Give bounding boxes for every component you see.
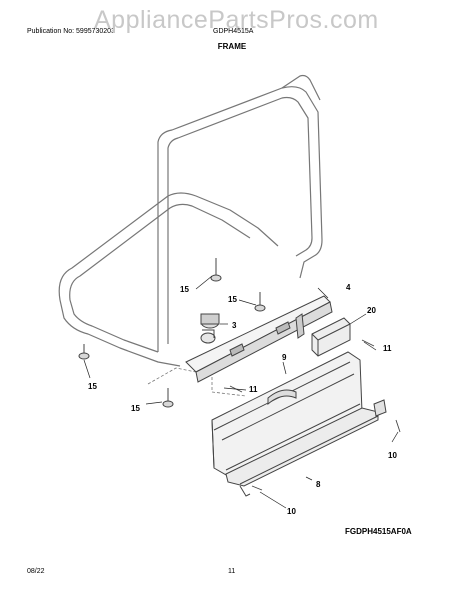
base-frame-front [59,299,181,367]
connector-part-3 [200,313,220,344]
end-cap [373,399,387,417]
leader-10b [259,491,287,509]
leader-15d [145,401,163,405]
leader-15c [83,359,91,379]
leveling-leg-3 [78,344,90,360]
base-frame-back [58,192,279,301]
diagram-code: FGDPH4515AF0A [345,527,412,536]
leveling-leg-1 [210,258,222,282]
callout-4: 4 [346,283,351,292]
callout-15-middle: 15 [228,295,237,304]
screw-4 [251,485,263,491]
leader-15a [195,275,213,290]
footer-date: 08/22 [27,568,45,575]
callout-11-center: 11 [249,385,258,394]
side-frame-inner [167,96,313,344]
bracket-part-20 [311,317,351,357]
leader-15b [238,299,257,306]
leader-11a [363,341,377,351]
callout-15-left: 15 [88,382,97,391]
leveling-leg-2 [254,292,266,312]
callout-8: 8 [316,480,321,489]
callout-20: 20 [367,306,376,315]
callout-3: 3 [232,321,237,330]
base-frame-front-inner [69,299,159,353]
leader-20 [349,313,367,325]
trim-strip-part-8 [225,407,379,497]
leader-11b [223,387,247,391]
model-number: GDPH4515A [213,28,254,35]
callout-15-lower: 15 [131,404,140,413]
kickplate-part-9 [211,351,363,477]
callout-9: 9 [282,353,287,362]
callout-11-right: 11 [383,344,392,353]
screw-1 [361,339,375,347]
callout-15-upper-left: 15 [180,285,189,294]
leader-9 [282,361,287,375]
watermark: AppliancePartsPros.com [94,6,379,34]
side-frame-outer [157,86,323,352]
leader-4 [317,287,329,299]
publication-number: Publication No: 5995730203 [27,28,115,35]
leader-8 [305,476,313,481]
footer-page-number: 11 [228,568,236,575]
callout-10-bottom: 10 [287,507,296,516]
section-title: FRAME [217,42,247,51]
leader-10a [391,431,399,443]
dashed-leader-2 [211,372,247,397]
leveling-leg-4 [162,388,174,408]
screw-3 [395,419,401,433]
callout-10-right: 10 [388,451,397,460]
base-frame-back-inner [69,203,251,301]
mounting-rail [185,295,333,383]
dashed-leader-1 [147,367,197,385]
frame-top-return [281,74,321,101]
